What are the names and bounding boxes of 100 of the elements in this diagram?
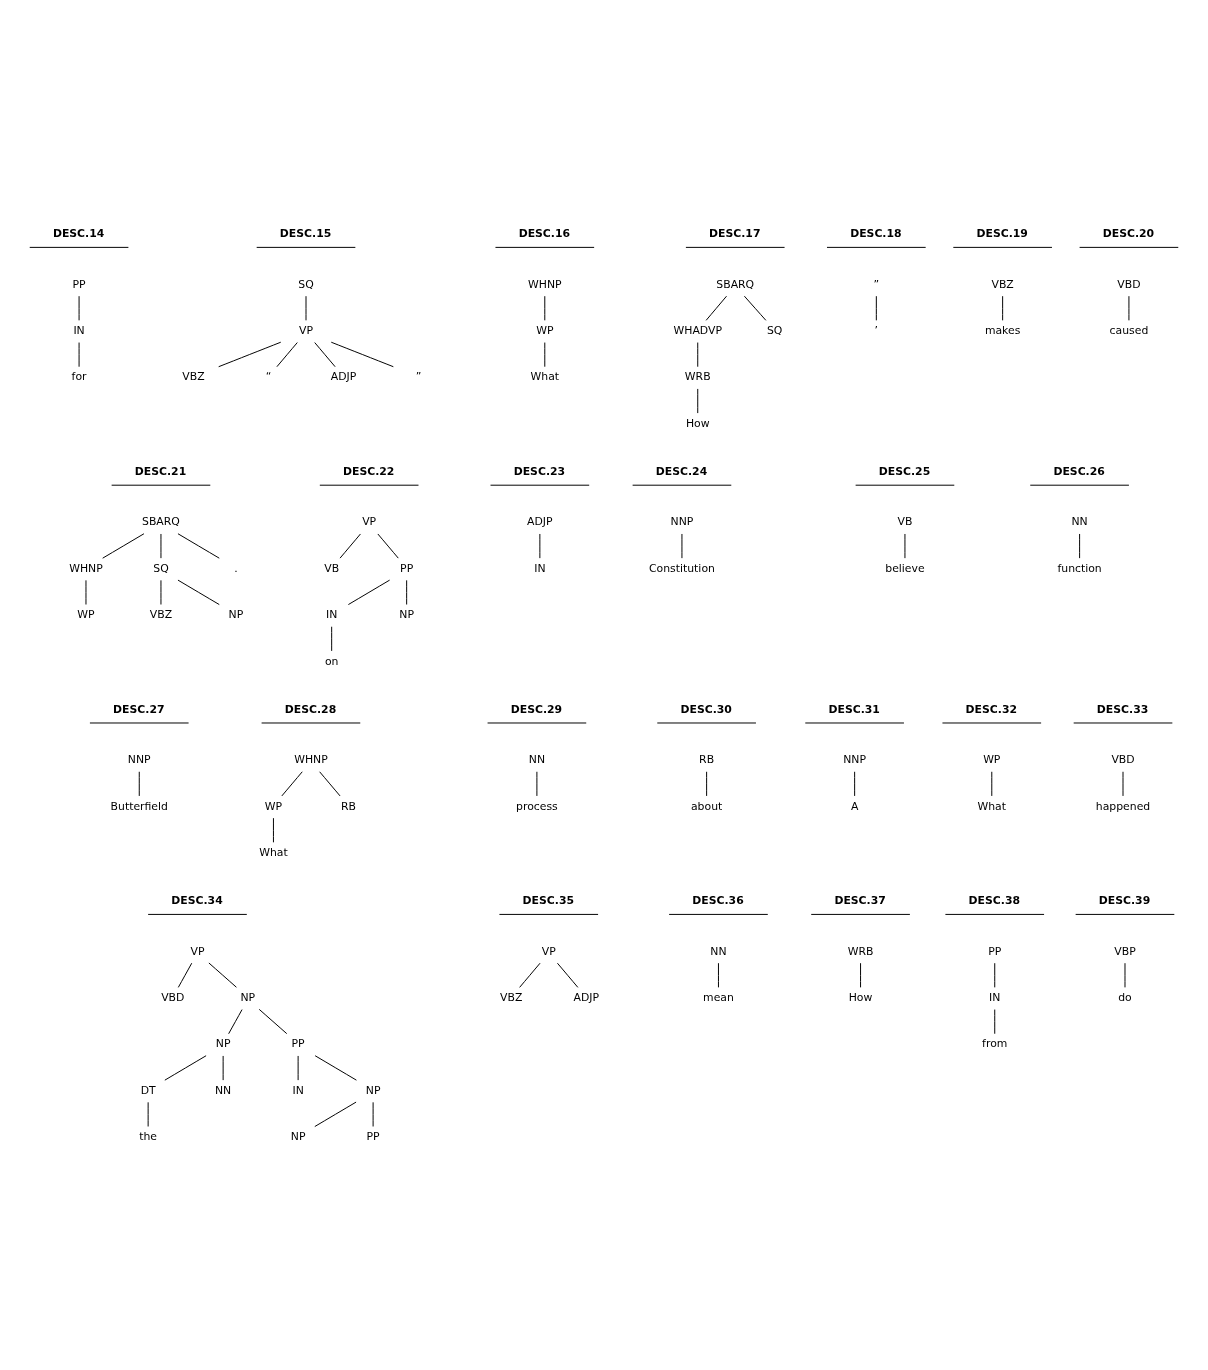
node-text: VB	[324, 561, 340, 575]
label: DESC.15	[279, 227, 332, 241]
node-text: NP	[215, 1037, 231, 1051]
node-text: VBP	[1114, 944, 1136, 958]
node-text: A	[850, 799, 859, 813]
node-text: SBARQ	[716, 277, 755, 291]
node-text: IN	[73, 324, 85, 338]
label: DESC.36	[692, 894, 744, 908]
node-text: the	[139, 1130, 158, 1144]
node-text: PP	[291, 1037, 305, 1051]
label: DESC.26	[1053, 465, 1105, 479]
label: DESC.19	[976, 227, 1028, 241]
node-text: NNP	[670, 515, 694, 529]
connector	[339, 533, 361, 559]
node-text: WP	[983, 753, 1001, 767]
node-text: WHNP	[294, 753, 328, 767]
node-text: Butterfield	[110, 799, 168, 813]
node-text: NP	[228, 608, 244, 622]
connector	[377, 533, 399, 559]
connector	[544, 342, 546, 368]
node-text: about	[690, 799, 723, 813]
node-text: VBD	[1111, 753, 1135, 767]
connector	[717, 962, 719, 988]
node-text: NN	[215, 1083, 232, 1097]
connector	[556, 962, 579, 988]
node-text: NN	[1071, 515, 1088, 529]
node-text: for	[71, 370, 87, 384]
label: DESC.23	[513, 465, 566, 479]
connector	[994, 962, 996, 988]
node-text: Constitution	[649, 561, 715, 575]
node-text: ADJP	[330, 370, 357, 384]
node-text: NP	[399, 608, 414, 622]
node-text: WHNP	[69, 561, 103, 575]
node-text: IN	[326, 608, 338, 622]
connector	[330, 341, 394, 368]
label: DESC.31	[828, 702, 880, 716]
node-text: WP	[77, 608, 95, 622]
node-text: from	[982, 1037, 1008, 1051]
label: DESC.28	[284, 702, 337, 716]
label: DESC.32	[965, 702, 1018, 716]
connector	[875, 295, 877, 321]
node-text: How	[848, 991, 873, 1005]
node-text: WP	[264, 799, 283, 813]
node-text: NP	[240, 991, 256, 1005]
connector	[258, 1008, 288, 1035]
connector	[228, 1009, 243, 1035]
label: DESC.39	[1098, 894, 1151, 908]
label: DESC.30	[680, 702, 732, 716]
node-text: ADJP	[573, 991, 599, 1005]
node-text: IN	[534, 561, 546, 575]
node-text: NNP	[843, 753, 867, 767]
node-text: WRB	[847, 944, 874, 958]
node-text: mean	[703, 991, 734, 1005]
label: DESC.22	[343, 465, 395, 479]
connector	[177, 579, 220, 606]
node-text: process	[516, 799, 558, 813]
node-text: WP	[536, 324, 554, 338]
label: DESC.14	[52, 227, 105, 241]
node-text: happened	[1095, 799, 1151, 813]
connector	[331, 626, 333, 652]
connector	[991, 771, 993, 797]
connector	[272, 817, 274, 843]
label: DESC.17	[709, 227, 761, 241]
node-text: ”	[415, 370, 422, 384]
connector	[697, 342, 699, 368]
node-text: NN	[710, 944, 727, 958]
label: DESC.25	[878, 465, 931, 479]
connector	[102, 533, 145, 559]
connector	[519, 962, 541, 988]
connector	[138, 771, 140, 797]
connector	[281, 771, 303, 797]
node-text: believe	[885, 561, 925, 575]
label: DESC.24	[655, 465, 708, 479]
connector	[164, 1055, 207, 1081]
node-text: ”	[873, 277, 880, 291]
node-text: PP	[366, 1130, 380, 1144]
label: DESC.16	[518, 227, 571, 241]
node-text: IN	[989, 991, 1001, 1005]
connector	[860, 962, 862, 988]
connector	[314, 1055, 357, 1081]
node-text: ADJP	[527, 515, 553, 529]
node-text: VB	[897, 515, 913, 529]
node-text: .	[234, 561, 238, 575]
connector	[743, 295, 767, 321]
node-text: IN	[292, 1083, 304, 1097]
node-text: VBZ	[991, 277, 1014, 291]
connector	[1079, 533, 1081, 559]
label: DESC.38	[968, 894, 1020, 908]
node-text: VBZ	[182, 370, 205, 384]
node-text: RB	[340, 799, 356, 813]
node-text: VP	[541, 944, 556, 958]
connector	[208, 962, 237, 988]
node-text: caused	[1109, 324, 1149, 338]
connector	[994, 1009, 996, 1035]
connector	[314, 1101, 357, 1128]
label: DESC.37	[834, 894, 886, 908]
node-text: SBARQ	[142, 515, 180, 529]
connector	[314, 342, 336, 368]
node-text: WHADVP	[673, 324, 722, 338]
node-text: WRB	[684, 370, 711, 384]
